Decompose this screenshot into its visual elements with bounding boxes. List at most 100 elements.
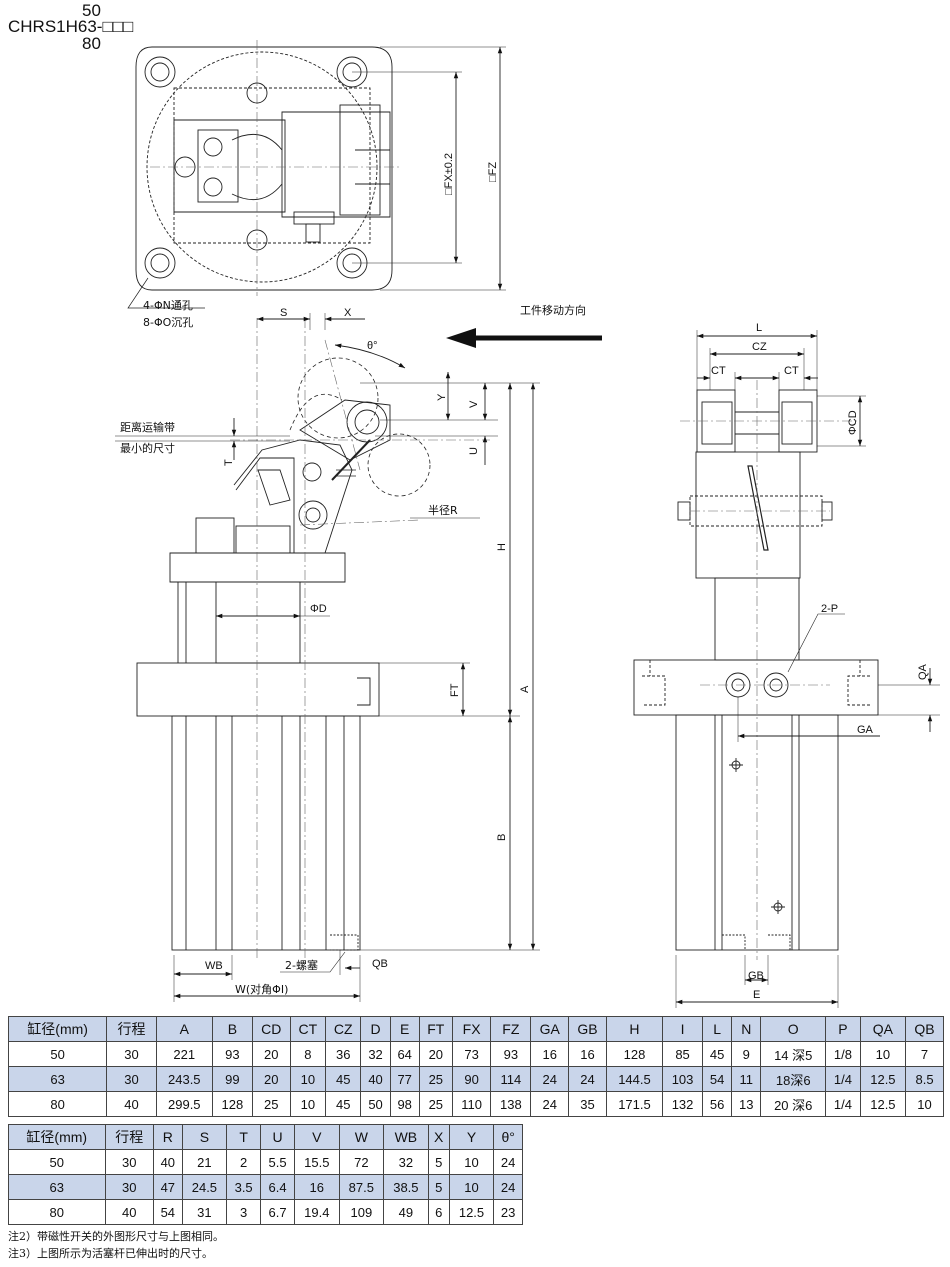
table-cell: 6 (427, 1199, 450, 1225)
table-cell: 47 (153, 1174, 183, 1200)
workpiece-direction-arrow (446, 328, 602, 348)
table-header-cell: CD (251, 1016, 291, 1042)
table-cell: 80 (8, 1199, 106, 1225)
table-cell: 49 (383, 1199, 429, 1225)
table-cell: 25 (418, 1091, 453, 1117)
top-view (135, 46, 393, 291)
table-cell: 14 深5 (760, 1041, 827, 1067)
table-cell: 171.5 (605, 1091, 664, 1117)
table-header-cell: N (731, 1016, 762, 1042)
table-header-cell: CZ (325, 1016, 362, 1042)
table-cell: 8.5 (905, 1066, 944, 1092)
hole-note-1: 4-ΦN通孔 (143, 299, 193, 312)
table-header-cell: E (389, 1016, 420, 1042)
dim-ct-right: CT (784, 365, 799, 377)
table-cell: 24 (493, 1149, 523, 1175)
table-header-cell: QB (905, 1016, 944, 1042)
table-header-cell: WB (383, 1124, 429, 1150)
table-header-cell: W (338, 1124, 385, 1150)
table-cell: 31 (181, 1199, 228, 1225)
table-cell: 20 深6 (760, 1091, 827, 1117)
table-cell: 73 (451, 1041, 492, 1067)
table-header-cell: H (605, 1016, 664, 1042)
table-header-cell: P (825, 1016, 861, 1042)
dim-b: B (496, 834, 508, 841)
table-header-cell: 行程 (106, 1016, 157, 1042)
table-cell: 24 (493, 1174, 523, 1200)
table-cell: 20 (251, 1066, 291, 1092)
table-cell: 40 (106, 1091, 157, 1117)
table-cell: 243.5 (155, 1066, 213, 1092)
table-header-cell: CT (289, 1016, 327, 1042)
table-cell: 25 (418, 1066, 453, 1092)
table-cell: 299.5 (155, 1091, 213, 1117)
note-2: 注2）带磁性开关的外图形尺寸与上图相同。 (8, 1230, 224, 1243)
table-header-cell: FX (451, 1016, 492, 1042)
table-cell: 10 (289, 1066, 327, 1092)
table-cell: 30 (104, 1174, 155, 1200)
table-cell: 103 (662, 1066, 704, 1092)
table-header-cell: I (662, 1016, 704, 1042)
dim-v: V (468, 400, 480, 408)
table-cell: 25 (251, 1091, 291, 1117)
table-header-cell: 行程 (104, 1124, 155, 1150)
table-cell: 18深6 (760, 1066, 827, 1092)
side-view (633, 389, 879, 951)
table-cell: 138 (490, 1091, 532, 1117)
dim-ct-left: CT (711, 365, 726, 377)
table-cell: 2 (226, 1149, 262, 1175)
dim-ft: FT (449, 683, 461, 697)
dim-phi-d: ΦD (310, 603, 327, 615)
dim-qa: QA (917, 663, 929, 680)
table-cell: 5.5 (260, 1149, 296, 1175)
table-cell: 12.5 (448, 1199, 495, 1225)
port-label: 2-P (821, 603, 838, 615)
dim-fz: □FZ (487, 162, 499, 182)
table-cell: 15.5 (294, 1149, 340, 1175)
table-cell: 24 (530, 1091, 570, 1117)
table-cell: 50 (360, 1091, 391, 1117)
table-header-cell: 缸径(mm) (8, 1124, 106, 1150)
table-cell: 9 (731, 1041, 762, 1067)
table-cell: 19.4 (294, 1199, 340, 1225)
notes: 注2）带磁性开关的外图形尺寸与上图相同。 注3）上图所示为活塞杆已伸出时的尺寸。 (8, 1228, 224, 1262)
conveyor-note-2: 最小的尺寸 (120, 441, 175, 455)
dim-t: T (223, 459, 235, 466)
table-cell: 80 (7, 1091, 108, 1117)
table-cell: 85 (662, 1041, 704, 1067)
table-header-cell: GB (568, 1016, 607, 1042)
table-header-cell: L (702, 1016, 733, 1042)
dim-u: U (468, 447, 480, 455)
table-cell: 30 (106, 1066, 157, 1092)
table-cell: 35 (568, 1091, 607, 1117)
technical-drawing: 4-ΦN通孔 8-ΦO沉孔 □FX±0.2 □FZ S X θ° 工件移动方向 … (115, 40, 940, 1008)
table-header-cell: V (294, 1124, 340, 1150)
dim-e: E (753, 989, 760, 1001)
table-cell: 63 (7, 1066, 108, 1092)
table-cell: 72 (338, 1149, 385, 1175)
table-cell: 8 (289, 1041, 327, 1067)
table-cell: 24.5 (181, 1174, 228, 1200)
table-cell: 20 (251, 1041, 291, 1067)
table-cell: 20 (418, 1041, 453, 1067)
table-cell: 98 (389, 1091, 420, 1117)
table-cell: 63 (8, 1174, 106, 1200)
table-cell: 10 (289, 1091, 327, 1117)
table-cell: 10 (448, 1174, 495, 1200)
table-header-cell: FT (418, 1016, 453, 1042)
table-cell: 87.5 (338, 1174, 385, 1200)
table-cell: 128 (211, 1091, 253, 1117)
table-cell: 3.5 (226, 1174, 262, 1200)
table-cell: 110 (451, 1091, 492, 1117)
table-cell: 1/4 (825, 1091, 861, 1117)
table-cell: 12.5 (859, 1091, 907, 1117)
model-size-top: 50 (82, 1, 101, 20)
table-cell: 50 (8, 1149, 106, 1175)
table-cell: 16 (294, 1174, 340, 1200)
table-cell: 45 (325, 1091, 362, 1117)
dim-ga: GA (857, 724, 874, 736)
table-cell: 21 (181, 1149, 228, 1175)
